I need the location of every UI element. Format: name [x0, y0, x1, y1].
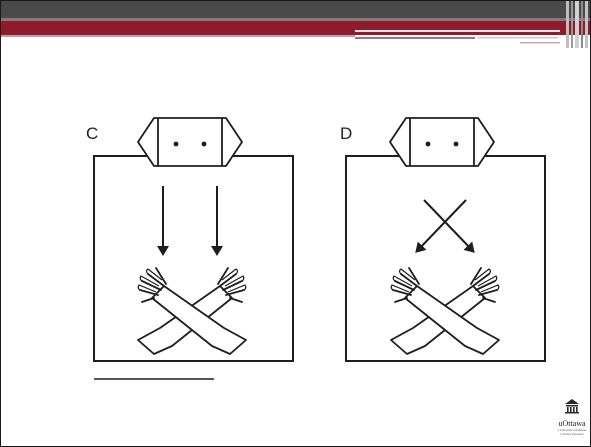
slide: C D uOttawa L'Unive — [0, 0, 591, 447]
slide-border — [0, 0, 591, 447]
